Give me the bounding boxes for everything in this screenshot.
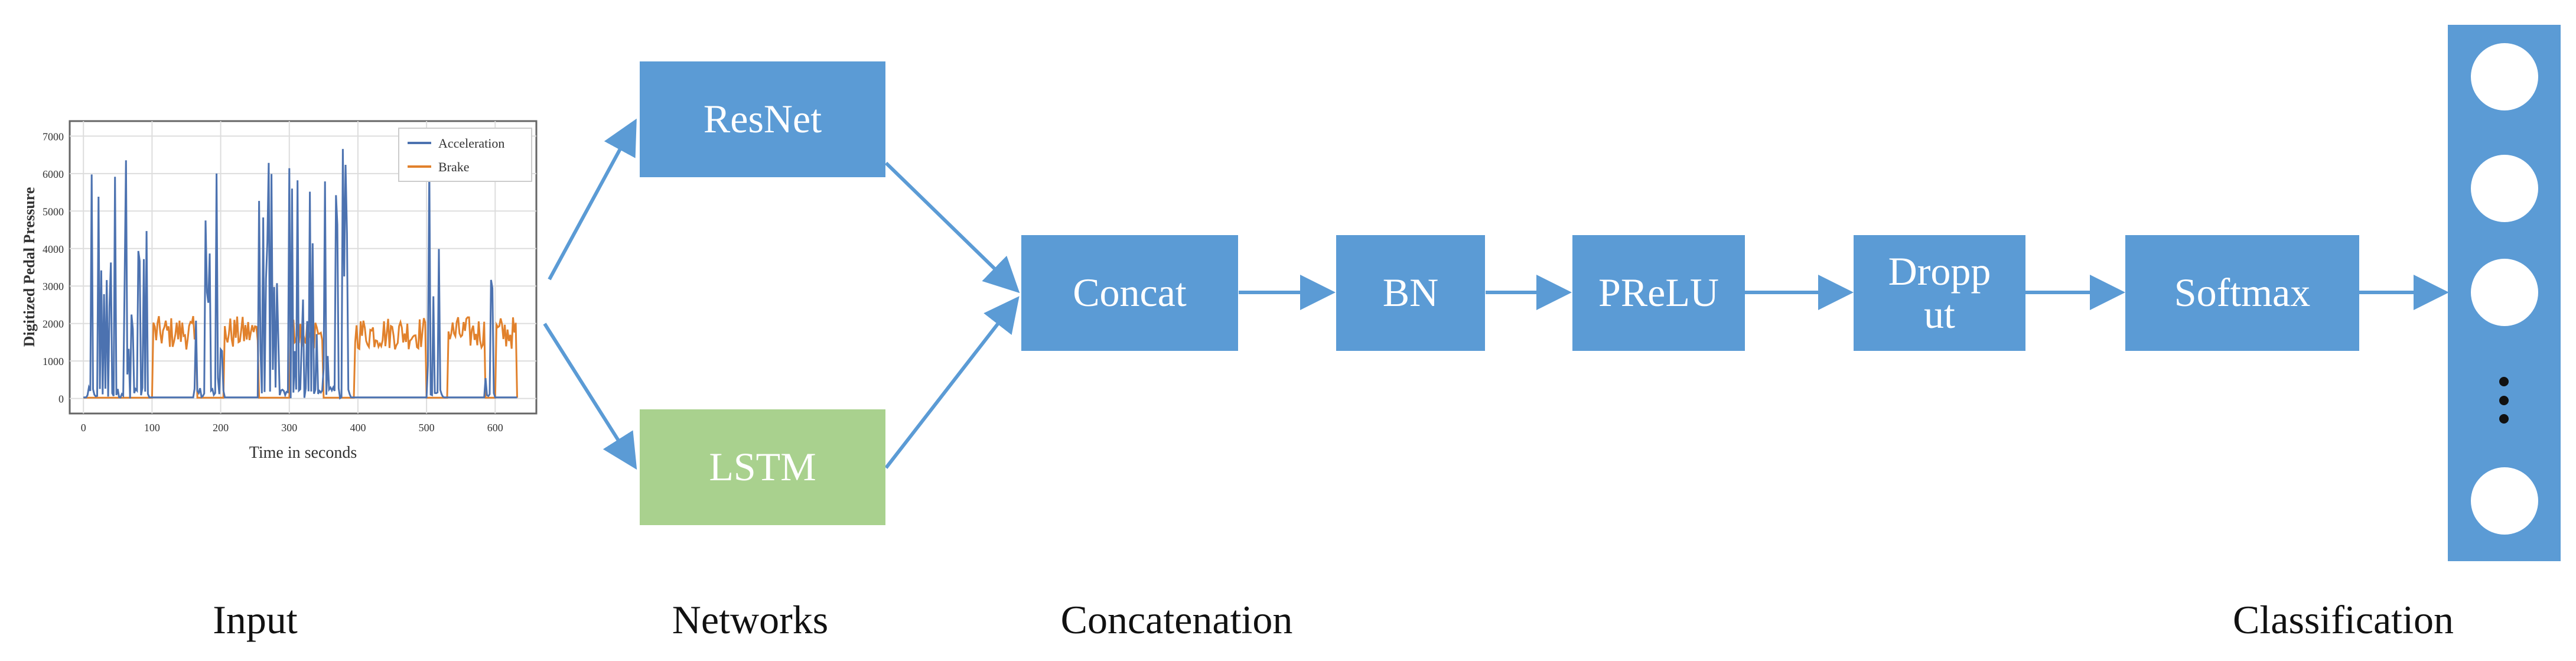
plot-x-tick-label: 100 xyxy=(144,422,160,434)
plot-y-tick-label: 6000 xyxy=(43,168,64,180)
arrow-input-to-resnet xyxy=(548,118,637,281)
plot-y-tick-label: 0 xyxy=(58,393,64,405)
plot-y-axis-label: Digitized Pedal Pressure xyxy=(21,187,38,347)
softmax-block: Softmax xyxy=(2125,235,2359,351)
resnet-label: ResNet xyxy=(703,96,822,142)
arrow-lstm-to-concat xyxy=(884,296,1020,469)
lstm-label: LSTM xyxy=(709,444,816,490)
concat-label: Concat xyxy=(1073,270,1187,315)
output-neuron xyxy=(2471,155,2538,222)
prelu-block: PReLU xyxy=(1572,235,1745,351)
arrow-input-to-lstm xyxy=(543,323,637,470)
dropout-label-line1: Dropp xyxy=(1888,248,1991,294)
dropout-block: Dropp ut xyxy=(1854,235,2025,351)
legend-acceleration: Acceleration xyxy=(438,136,504,151)
plot-x-tick-label: 0 xyxy=(81,422,86,434)
output-neuron xyxy=(2471,259,2538,326)
dropout-label: Dropp ut xyxy=(1888,248,1991,337)
plot-legend: Acceleration Brake xyxy=(398,128,532,182)
lstm-block: LSTM xyxy=(640,409,885,525)
ellipsis-dot xyxy=(2499,414,2509,424)
ellipsis-dot xyxy=(2499,396,2509,405)
plot-x-tick-label: 200 xyxy=(213,422,229,434)
caption-concatenation: Concatenation xyxy=(1060,597,1293,642)
plot-y-tick-label: 3000 xyxy=(43,281,64,292)
arrow-resnet-to-concat xyxy=(884,161,1020,294)
dropout-label-line2: ut xyxy=(1924,292,1955,337)
plot-x-tick-label: 600 xyxy=(487,422,503,434)
input-signal-plot: 0 1000 2000 3000 4000 5000 6000 7000 0 100 200 300… xyxy=(18,112,538,478)
plot-y-tick-label: 4000 xyxy=(43,243,64,255)
output-neuron xyxy=(2471,43,2538,110)
caption-input: Input xyxy=(213,597,298,642)
plot-x-tick-label: 500 xyxy=(419,422,435,434)
legend-brake: Brake xyxy=(438,159,470,174)
caption-classification: Classification xyxy=(2233,597,2454,642)
prelu-label: PReLU xyxy=(1598,270,1719,315)
bn-label: BN xyxy=(1382,270,1439,315)
plot-x-tick-label: 300 xyxy=(281,422,297,434)
plot-x-tick-label: 400 xyxy=(350,422,366,434)
softmax-label: Softmax xyxy=(2174,270,2311,315)
acceleration-series-line xyxy=(83,149,517,400)
bn-block: BN xyxy=(1336,235,1485,351)
plot-y-tick-label: 2000 xyxy=(43,318,64,330)
plot-x-axis-label: Time in seconds xyxy=(249,444,357,462)
ellipsis-dot xyxy=(2499,377,2509,386)
resnet-block: ResNet xyxy=(640,61,885,177)
output-neuron xyxy=(2471,467,2538,535)
plot-y-tick-label: 7000 xyxy=(43,131,64,142)
plot-y-tick-label: 1000 xyxy=(43,356,64,367)
concat-block: Concat xyxy=(1021,235,1238,351)
caption-networks: Networks xyxy=(672,597,829,642)
plot-y-tick-label: 5000 xyxy=(43,206,64,217)
